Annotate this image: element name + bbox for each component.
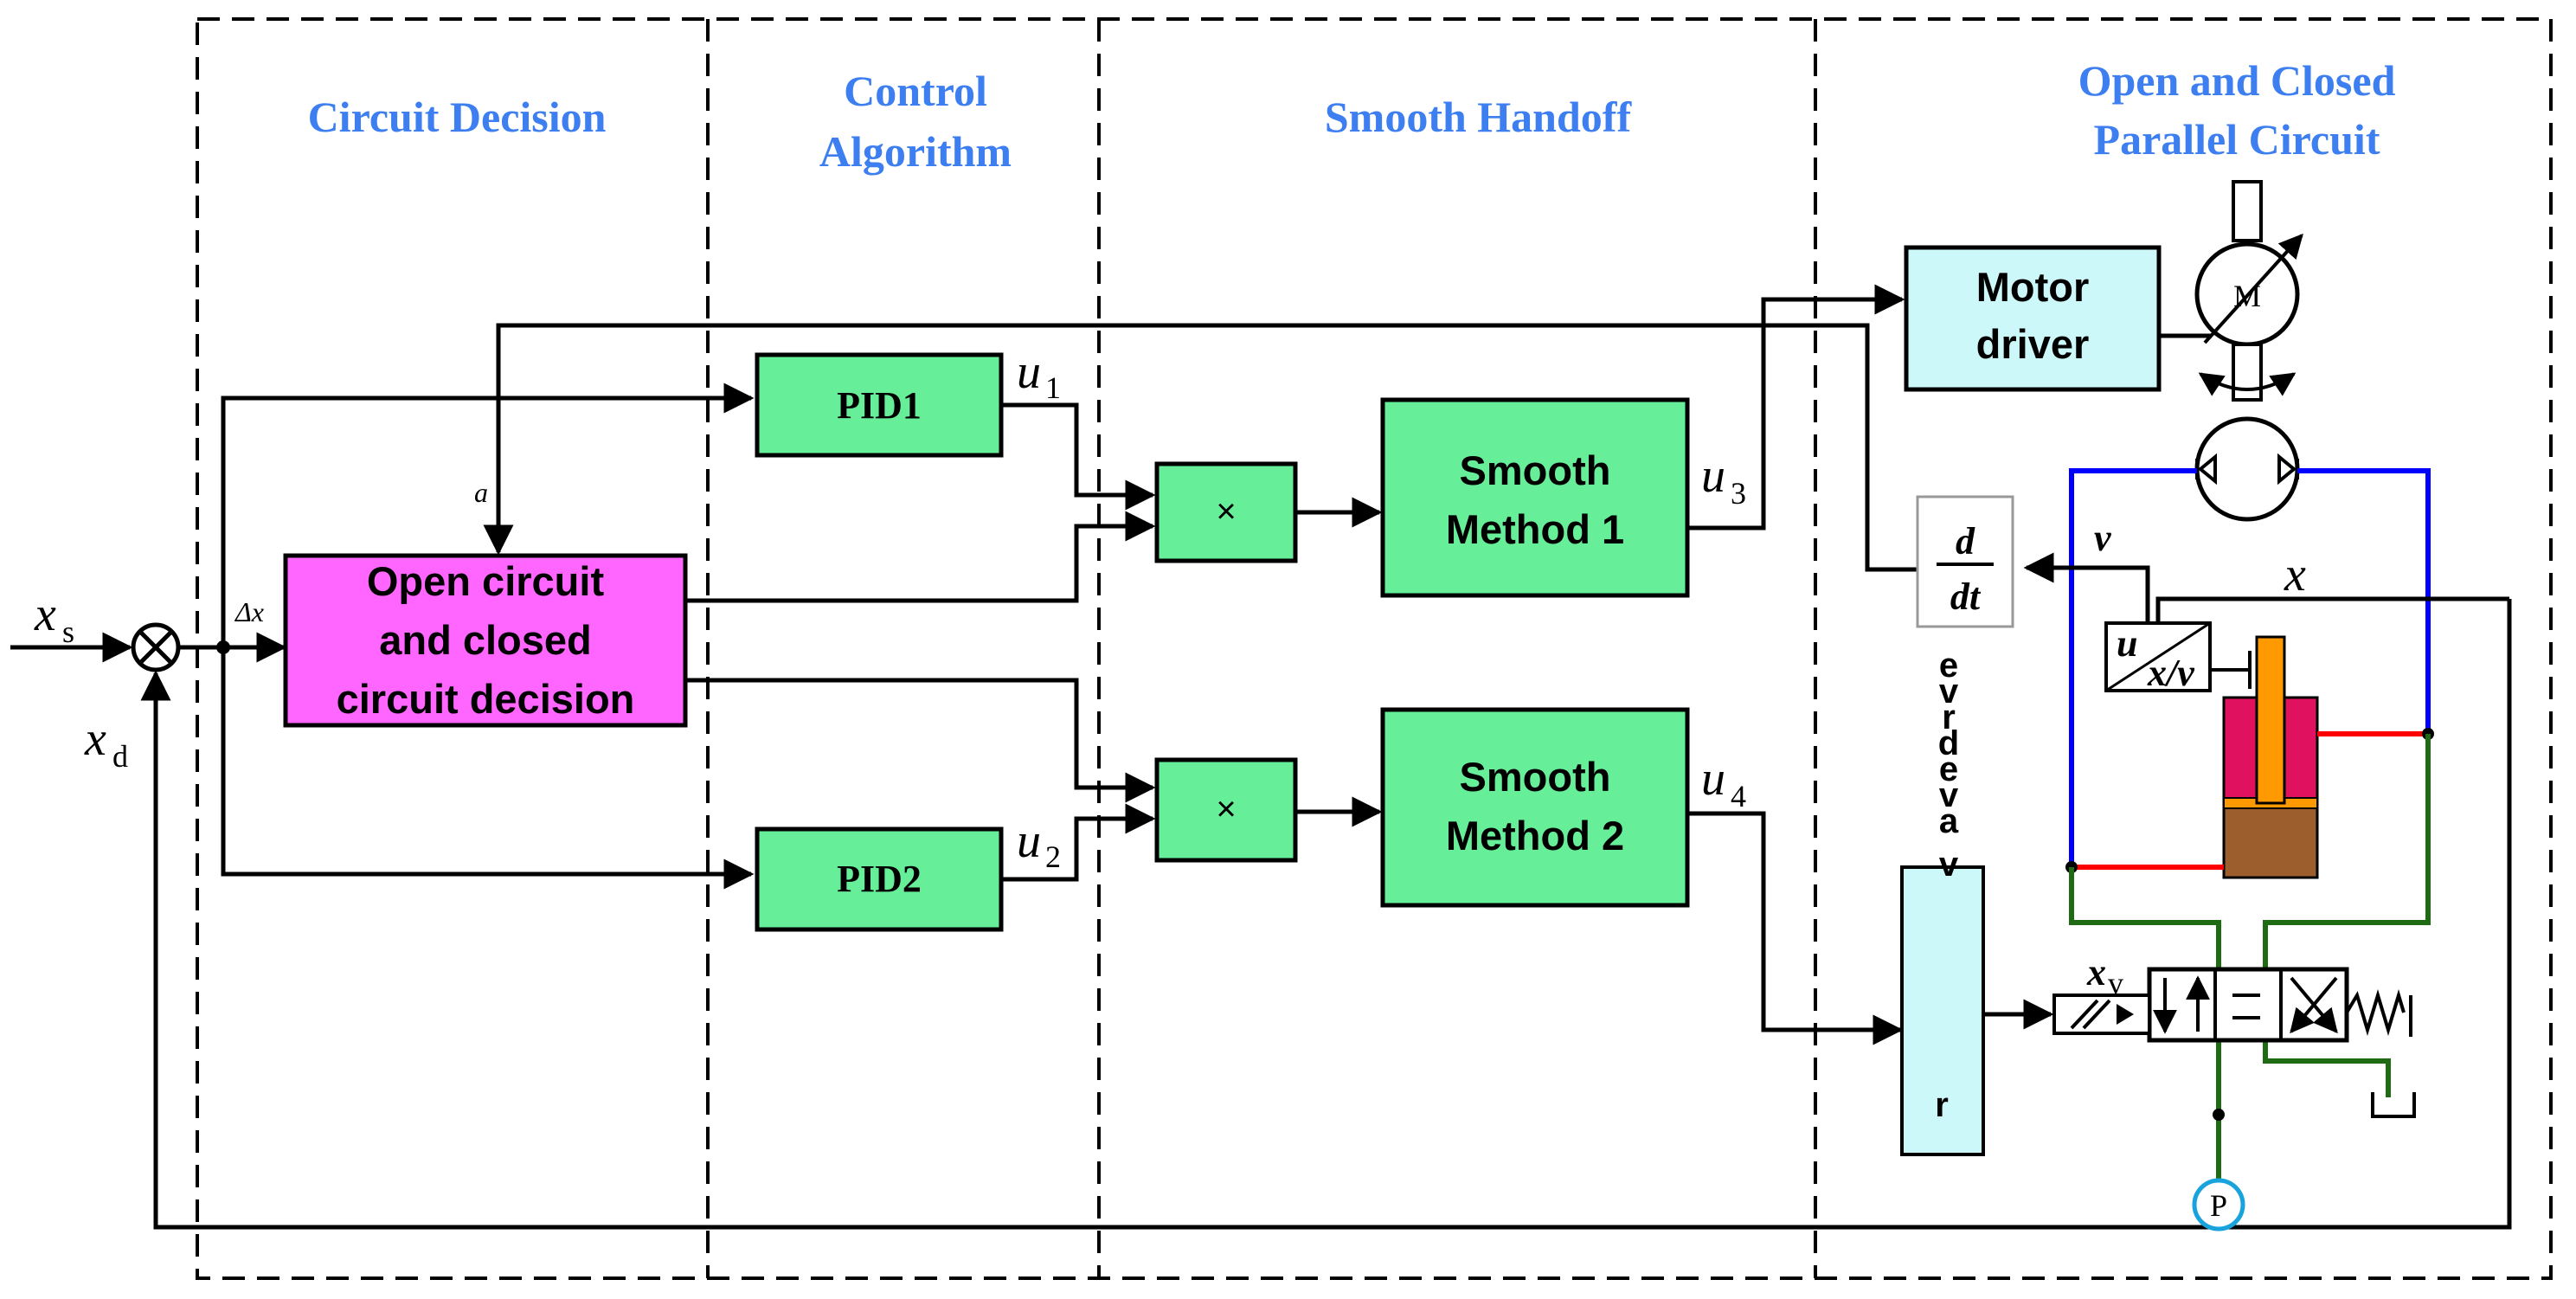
x-label: x	[2284, 548, 2306, 601]
v-label: v	[2094, 517, 2111, 559]
svg-text:×: ×	[1216, 492, 1236, 531]
acceleration-wire	[483, 323, 1918, 572]
svg-text:Open circuit: Open circuit	[367, 558, 605, 604]
svg-text:a: a	[1939, 802, 1959, 840]
svg-text:d: d	[1938, 724, 1959, 762]
pid2-block: PID2	[755, 826, 1004, 932]
valve-driver-vertical-label: e v r d e v a v	[1938, 646, 1959, 884]
svg-text:PID1: PID1	[837, 384, 922, 427]
multiplier-2: ×	[1154, 757, 1298, 863]
feedback-wire	[140, 599, 2512, 1230]
delta-x-label: Δx	[234, 596, 264, 627]
svg-text:v: v	[1939, 672, 1959, 711]
svg-text:v: v	[2108, 966, 2123, 1000]
motor-symbol: M	[2194, 180, 2303, 402]
svg-text:r: r	[1942, 698, 1956, 736]
svg-text:x: x	[84, 712, 106, 766]
section-title-parallel-circuit-2: Parallel Circuit	[2094, 115, 2380, 164]
proportional-valve	[2052, 967, 2412, 1043]
svg-text:Method 1: Method 1	[1446, 506, 1624, 552]
svg-text:dt: dt	[1950, 576, 1982, 618]
hydraulic-cylinder	[2222, 635, 2319, 879]
svg-text:d: d	[112, 739, 128, 774]
svg-text:d: d	[1956, 520, 1975, 563]
tank-symbol	[2371, 1092, 2416, 1118]
smooth-method-1-block: Smooth Method 1	[1380, 397, 1690, 598]
svg-text:x/v: x/v	[2147, 652, 2194, 694]
svg-text:Method 2: Method 2	[1446, 813, 1624, 858]
section-title-smooth-handoff: Smooth Handoff	[1325, 93, 1633, 141]
svg-text:v: v	[1939, 776, 1959, 814]
svg-text:circuit decision: circuit decision	[337, 676, 635, 722]
svg-text:PID2: PID2	[837, 858, 922, 900]
valve-driver-block: r	[1900, 865, 1985, 1156]
svg-text:s: s	[62, 614, 74, 649]
u1-label: u 1	[1017, 345, 1061, 405]
feedback-xd-label: x d	[84, 712, 128, 774]
svg-text:3: 3	[1731, 476, 1746, 511]
pump-symbol	[2194, 416, 2300, 522]
svg-text:Smooth: Smooth	[1460, 754, 1611, 800]
section-title-parallel-circuit-1: Open and Closed	[2078, 56, 2396, 105]
svg-text:u: u	[2117, 622, 2137, 665]
svg-text:×: ×	[1216, 790, 1236, 828]
svg-text:x: x	[34, 588, 56, 641]
section-title-control-algorithm-2: Algorithm	[819, 127, 1012, 176]
displacement-sensor: u x/v	[2104, 621, 2252, 694]
svg-text:e: e	[1939, 750, 1958, 788]
pressure-source: P	[2192, 1178, 2245, 1231]
svg-text:v: v	[1939, 846, 1959, 884]
svg-text:P: P	[2210, 1188, 2227, 1223]
hydraulic-line-blue-right	[2297, 468, 2431, 734]
svg-text:2: 2	[1045, 839, 1061, 874]
svg-text:r: r	[1935, 1086, 1949, 1124]
summing-junction	[131, 622, 181, 672]
u3-label: u 3	[1701, 449, 1746, 511]
section-title-control-algorithm-1: Control	[844, 67, 987, 115]
derivative-block: d dt	[1916, 495, 2014, 628]
svg-text:driver: driver	[1976, 321, 2090, 367]
u2-label: u 2	[1017, 814, 1061, 874]
a-label: a	[474, 477, 488, 508]
motor-driver-block: Motor driver	[1904, 245, 2162, 392]
decision-block: Open circuit and closed circuit decision	[283, 553, 688, 728]
svg-text:and closed: and closed	[379, 617, 592, 663]
svg-text:u: u	[1701, 449, 1725, 503]
hydraulic-line-blue-left	[2069, 468, 2197, 867]
svg-text:u: u	[1017, 345, 1041, 399]
svg-text:1: 1	[1045, 370, 1061, 405]
svg-text:u: u	[1701, 752, 1725, 806]
pid1-block: PID1	[755, 352, 1004, 458]
svg-text:Motor: Motor	[1976, 264, 2090, 310]
svg-text:e: e	[1939, 646, 1958, 685]
multiplier-1: ×	[1154, 461, 1298, 563]
smooth-method-2-block: Smooth Method 2	[1380, 707, 1690, 908]
svg-text:x: x	[2086, 951, 2106, 994]
junction-dot	[2213, 1109, 2225, 1121]
input-xs-label: x s	[34, 588, 74, 649]
svg-text:Smooth: Smooth	[1460, 447, 1611, 493]
svg-text:u: u	[1017, 814, 1041, 868]
section-title-circuit-decision: Circuit Decision	[308, 93, 607, 141]
xv-label: x v	[2086, 951, 2123, 1000]
svg-text:4: 4	[1731, 779, 1746, 813]
u4-label: u 4	[1701, 752, 1746, 813]
